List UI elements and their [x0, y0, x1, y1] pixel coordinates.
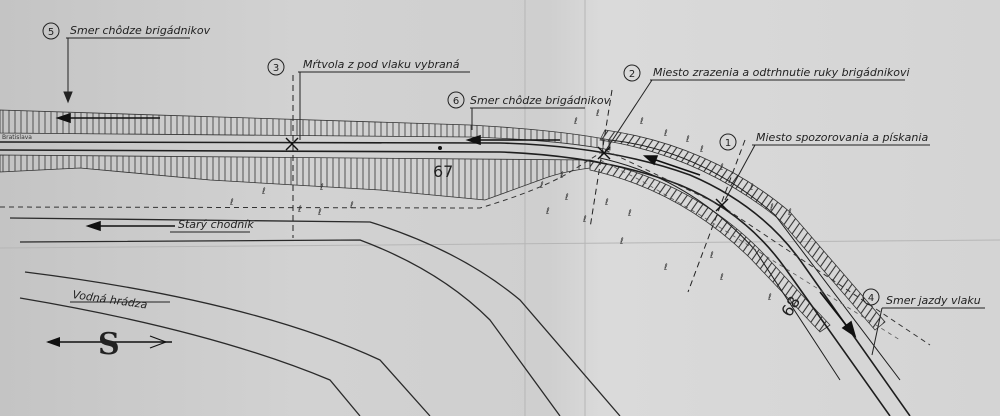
leader-lines [63, 38, 883, 356]
label-body-position-3: Mŕtvola z pod vlaku vybraná [303, 58, 460, 71]
label-old-path: Starý chodník [178, 218, 254, 231]
svg-text:ℓ: ℓ [719, 273, 724, 283]
svg-text:ℓ: ℓ [349, 201, 354, 211]
event-crosses [285, 137, 729, 212]
svg-text:ℓ: ℓ [604, 198, 609, 208]
label-collision-place-2: Miesto zrazenia a odtrhnutie ruky brigád… [653, 66, 910, 79]
marker-1: 1 [719, 133, 737, 151]
svg-text:ℓ: ℓ [719, 163, 724, 173]
svg-text:ℓ: ℓ [317, 208, 322, 218]
km-point-dot [438, 146, 442, 150]
north-symbol: S [98, 327, 120, 362]
north-arrow: S [46, 327, 172, 362]
svg-text:ℓ: ℓ [595, 109, 600, 119]
svg-text:ℓ: ℓ [639, 117, 644, 127]
lower-embankment-curve [589, 159, 831, 333]
svg-text:ℓ: ℓ [261, 187, 266, 197]
svg-text:ℓ: ℓ [619, 237, 624, 247]
marker-2: 2 [623, 64, 641, 82]
label-walk-direction-6: Smer chôdze brigádnikov [470, 94, 611, 107]
svg-text:6: 6 [453, 96, 459, 107]
svg-text:ℓ: ℓ [709, 251, 714, 261]
old-path-lines [9, 217, 621, 416]
svg-text:ℓ: ℓ [663, 263, 668, 273]
svg-text:ℓ: ℓ [699, 145, 704, 155]
water-ditch-lines [19, 271, 431, 416]
upper-embankment-curve [599, 129, 886, 331]
railway-track [0, 139, 911, 416]
svg-text:ℓ: ℓ [297, 205, 302, 215]
workers-dashed-path [0, 149, 931, 346]
marker-6: 6 [447, 91, 465, 109]
label-water-ditch: Vodná hrádza [72, 288, 149, 311]
svg-text:ℓ: ℓ [685, 135, 690, 145]
label-walk-direction-5: Smer chôdze brigádnikov [70, 24, 211, 37]
svg-text:ℓ: ℓ [319, 183, 324, 193]
svg-text:ℓ: ℓ [627, 209, 632, 219]
svg-text:4: 4 [868, 293, 874, 304]
lower-embankment [0, 154, 591, 201]
direction-arrows [55, 112, 857, 338]
marker-3: 3 [267, 58, 285, 76]
svg-text:ℓ: ℓ [769, 203, 774, 213]
marker-4: 4 [862, 288, 880, 306]
footprint-marks: ℓ ℓ ℓ ℓ ℓ ℓ ℓ ℓ ℓ ℓ ℓ ℓ ℓ ℓ ℓ ℓ ℓ ℓ ℓ ℓ … [229, 109, 792, 303]
workers-dashed-path-lower [599, 159, 901, 341]
svg-text:ℓ: ℓ [787, 208, 792, 218]
marker-guides [292, 75, 746, 293]
svg-text:5: 5 [48, 27, 54, 38]
svg-text:3: 3 [273, 63, 279, 74]
label-train-direction-4: Smer jazdy vlaku [886, 294, 981, 307]
svg-text:ℓ: ℓ [749, 183, 754, 193]
svg-text:2: 2 [629, 69, 635, 80]
track-note: Bratislava [2, 134, 32, 141]
svg-text:ℓ: ℓ [767, 293, 772, 303]
km-label-67: 67 [433, 162, 453, 181]
label-underlines [66, 37, 985, 309]
svg-text:ℓ: ℓ [229, 198, 234, 208]
upper-embankment [0, 109, 611, 151]
svg-text:ℓ: ℓ [564, 193, 569, 203]
svg-text:1: 1 [725, 138, 731, 149]
label-noticing-place-1: Miesto spozorovania a pískania [756, 131, 928, 144]
svg-text:ℓ: ℓ [539, 181, 544, 191]
svg-text:ℓ: ℓ [582, 215, 587, 225]
svg-text:ℓ: ℓ [559, 171, 564, 181]
svg-text:ℓ: ℓ [573, 117, 578, 127]
marker-5: 5 [42, 22, 60, 40]
svg-text:ℓ: ℓ [545, 207, 550, 217]
svg-text:ℓ: ℓ [663, 129, 668, 139]
